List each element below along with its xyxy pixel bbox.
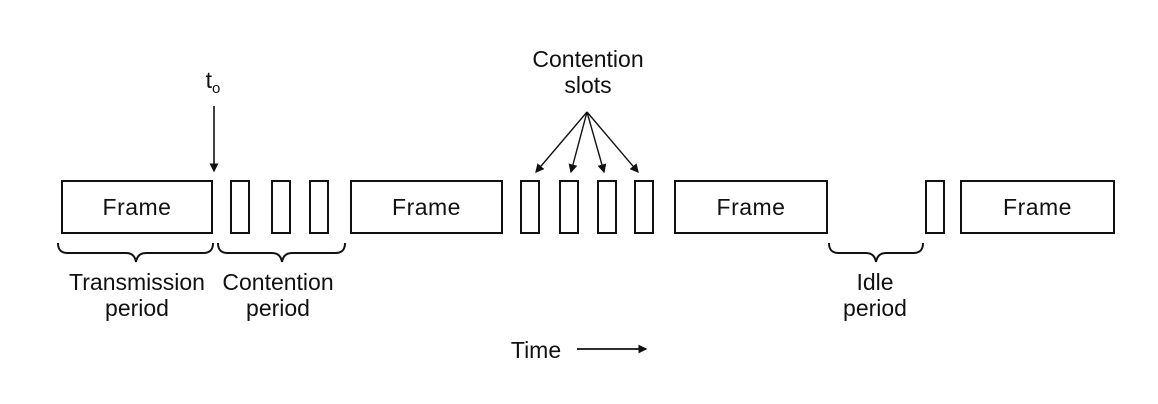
contention-slot: [230, 180, 250, 234]
time-label: Time: [510, 337, 562, 363]
brace-transmission-period: [57, 242, 214, 263]
transmission-period-label: Transmission period: [69, 269, 205, 321]
fan-arrow-4: [586, 111, 639, 174]
contention-slot: [520, 180, 540, 234]
t0-label: to: [205, 67, 221, 97]
contention-period-label: Contention period: [222, 269, 334, 321]
frame-box-4: Frame: [960, 180, 1115, 234]
frame-box-2: Frame: [350, 180, 503, 234]
contention-slot: [271, 180, 291, 234]
brace-idle-period: [828, 242, 924, 263]
fan-arrow-2: [568, 111, 588, 174]
contention-slot: [559, 180, 579, 234]
brace-contention-period: [217, 242, 346, 263]
frame-label: Frame: [1003, 193, 1072, 220]
idle-period-label: Idle period: [843, 269, 907, 321]
fan-arrow-1: [535, 111, 588, 174]
contention-slots-arrows: [535, 111, 639, 174]
frame-box-1: Frame: [61, 180, 213, 234]
contention-slot: [925, 180, 945, 234]
contention-slot: [634, 180, 654, 234]
contention-slot: [597, 180, 617, 234]
fan-arrow-3: [586, 111, 607, 174]
contention-slots-label: Contention slots: [532, 46, 644, 98]
frame-label: Frame: [716, 193, 786, 220]
frame-box-3: Frame: [674, 180, 828, 234]
frame-label: Frame: [102, 193, 172, 220]
frame-label: Frame: [392, 193, 461, 220]
contention-slot: [309, 180, 329, 234]
